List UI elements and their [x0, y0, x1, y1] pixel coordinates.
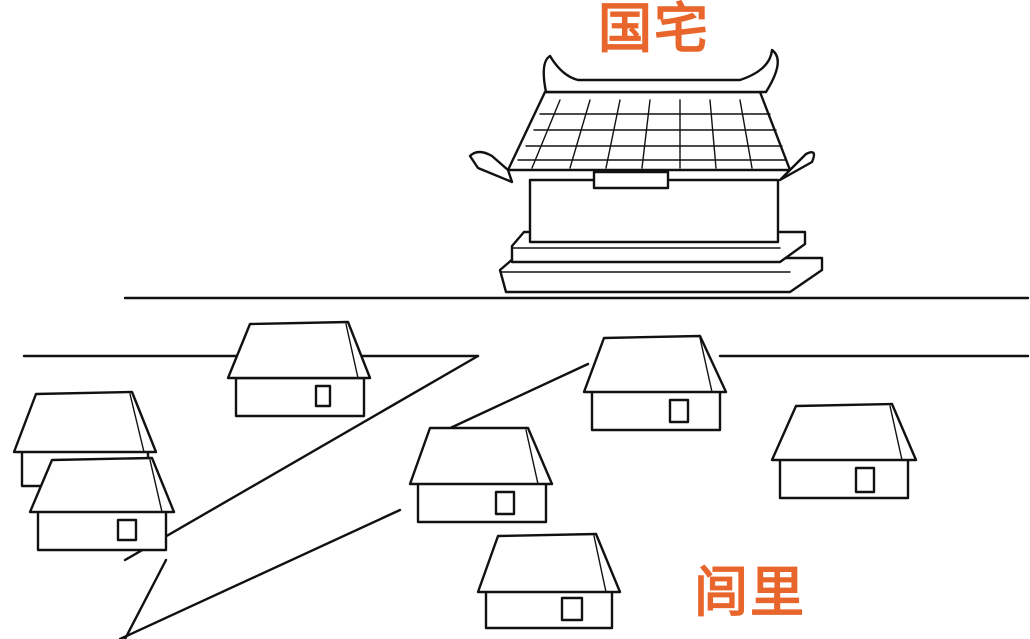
house — [582, 334, 728, 432]
roof-tiles — [517, 99, 787, 169]
house — [770, 402, 918, 500]
palace — [468, 48, 824, 294]
label-lvli: 闾里 — [694, 561, 806, 624]
label-guozhai: 国宅 — [598, 0, 710, 60]
house — [28, 456, 176, 552]
house — [476, 532, 622, 630]
streets — [22, 296, 1030, 639]
houses — [12, 320, 918, 630]
house — [226, 320, 372, 418]
house — [408, 426, 554, 524]
